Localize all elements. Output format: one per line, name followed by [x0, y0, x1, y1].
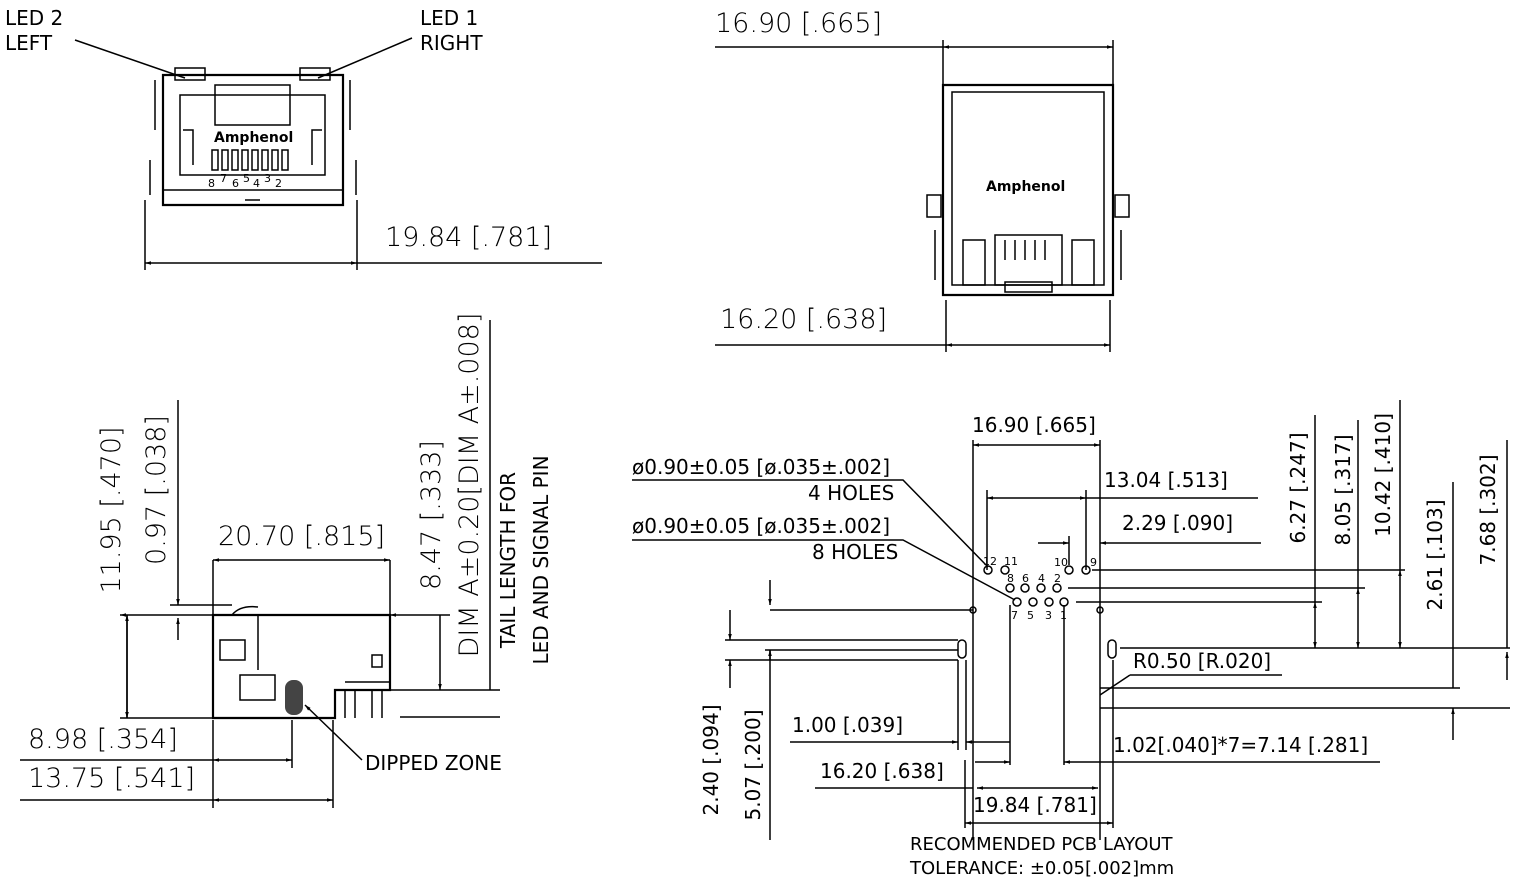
radius-dim: R0.50 [R.020] [1133, 649, 1271, 673]
pitch-dim: 1.02[.040]*7=7.14 [.281] [1113, 733, 1368, 757]
side-tail-dim: 8.47 [.333] [416, 440, 447, 590]
dim-627: 6.27 [.247] [1286, 432, 1310, 543]
pin-label: 10 [1054, 556, 1068, 569]
tail-note-2: LED AND SIGNAL PIN [529, 455, 553, 664]
rear-top-dim: 16.90 [.665] [715, 8, 882, 39]
pin-label: 8 [1007, 572, 1014, 585]
dim-805: 8.05 [.317] [1331, 434, 1355, 545]
connector-side-body [211, 605, 392, 720]
dim-261: 2.61 [.103] [1423, 499, 1447, 610]
side-height-dim: 11.95 [.470] [96, 426, 127, 593]
rear-logo: Amphenol [986, 179, 1065, 195]
front-view: LED 2 LEFT LED 1 RIGHT Amphenol 8 7 6 [5, 6, 602, 270]
pcb-layout-title: RECOMMENDED PCB LAYOUT [910, 834, 1174, 855]
hole-note-4-count: 4 HOLES [808, 481, 894, 505]
led1-leader [317, 37, 413, 79]
pin-label: 5 [243, 172, 250, 185]
front-logo: Amphenol [214, 130, 293, 146]
pin-label: 9 [1090, 556, 1097, 569]
dim-1042: 10.42 [.410] [1371, 413, 1395, 537]
pcb-tolerance: TOLERANCE: ±0.05[.002]mm [909, 858, 1174, 879]
led2-position: LEFT [5, 31, 53, 55]
led2-label: LED 2 [5, 6, 63, 30]
hole-note-8-dim: ø0.90±0.05 [ø.035±.002] [632, 514, 890, 538]
dim-100: 1.00 [.039] [792, 713, 903, 737]
pin-label: 8 [208, 177, 215, 190]
led1-label: LED 1 [420, 6, 478, 30]
dim-229: 2.29 [.090] [1122, 511, 1233, 535]
pin-label: 12 [983, 555, 997, 568]
side-dim-898: 8.98 [.354] [28, 724, 178, 755]
pin-label: 4 [253, 177, 260, 190]
pin-label: 4 [1038, 572, 1045, 585]
dim-1984: 19.84 [.781] [973, 793, 1097, 817]
dim-1304: 13.04 [.513] [1104, 468, 1228, 492]
dim-768: 7.68 [.302] [1476, 454, 1500, 565]
pcb-layout: 16.90 [.665] ø0.90±0.05 [ø.035±.002] 4 H… [632, 400, 1510, 879]
side-dim-1375: 13.75 [.541] [28, 763, 195, 794]
dim-a-label: DIM A±0.20[DIM A±.008] [454, 313, 485, 658]
rear-view: 16.90 [.665] Amphenol 16.20 [.638] [715, 8, 1130, 352]
pin-label: 11 [1004, 555, 1018, 568]
front-width-dim: 19.84 [.781] [385, 222, 552, 253]
pin-label: 7 [220, 172, 227, 185]
dipped-zone-label: DIPPED ZONE [365, 751, 502, 775]
dim-507: 5.07 [.200] [741, 709, 765, 820]
side-offset-dim: 0.97 [.038] [141, 415, 172, 565]
pin-label: 3 [1045, 609, 1052, 622]
connector-rear-body: Amphenol [926, 83, 1130, 297]
pin-label: 5 [1027, 609, 1034, 622]
dim-1620: 16.20 [.638] [820, 759, 944, 783]
pcb-top-dim: 16.90 [.665] [972, 413, 1096, 437]
pin-label: 2 [275, 177, 282, 190]
dim-240: 2.40 [.094] [699, 704, 723, 815]
led1-position: RIGHT [420, 31, 483, 55]
connector-front-body: Amphenol 8 7 6 5 4 3 2 [149, 67, 357, 207]
rear-bottom-dim: 16.20 [.638] [720, 304, 887, 335]
pin-label: 3 [264, 172, 271, 185]
hole-note-4-dim: ø0.90±0.05 [ø.035±.002] [632, 455, 890, 479]
side-length-dim: 20.70 [.815] [218, 521, 385, 552]
pin-label: 2 [1054, 572, 1061, 585]
hole-note-8-count: 8 HOLES [812, 540, 898, 564]
pin-label: 7 [1011, 609, 1018, 622]
side-view: 11.95 [.470] 0.97 [.038] 20.70 [.815] 8.… [20, 313, 553, 808]
pin-label: 6 [1022, 572, 1029, 585]
led2-leader [74, 39, 186, 79]
pin-label: 6 [232, 177, 239, 190]
tail-note-1: TAIL LENGTH FOR [496, 472, 520, 649]
